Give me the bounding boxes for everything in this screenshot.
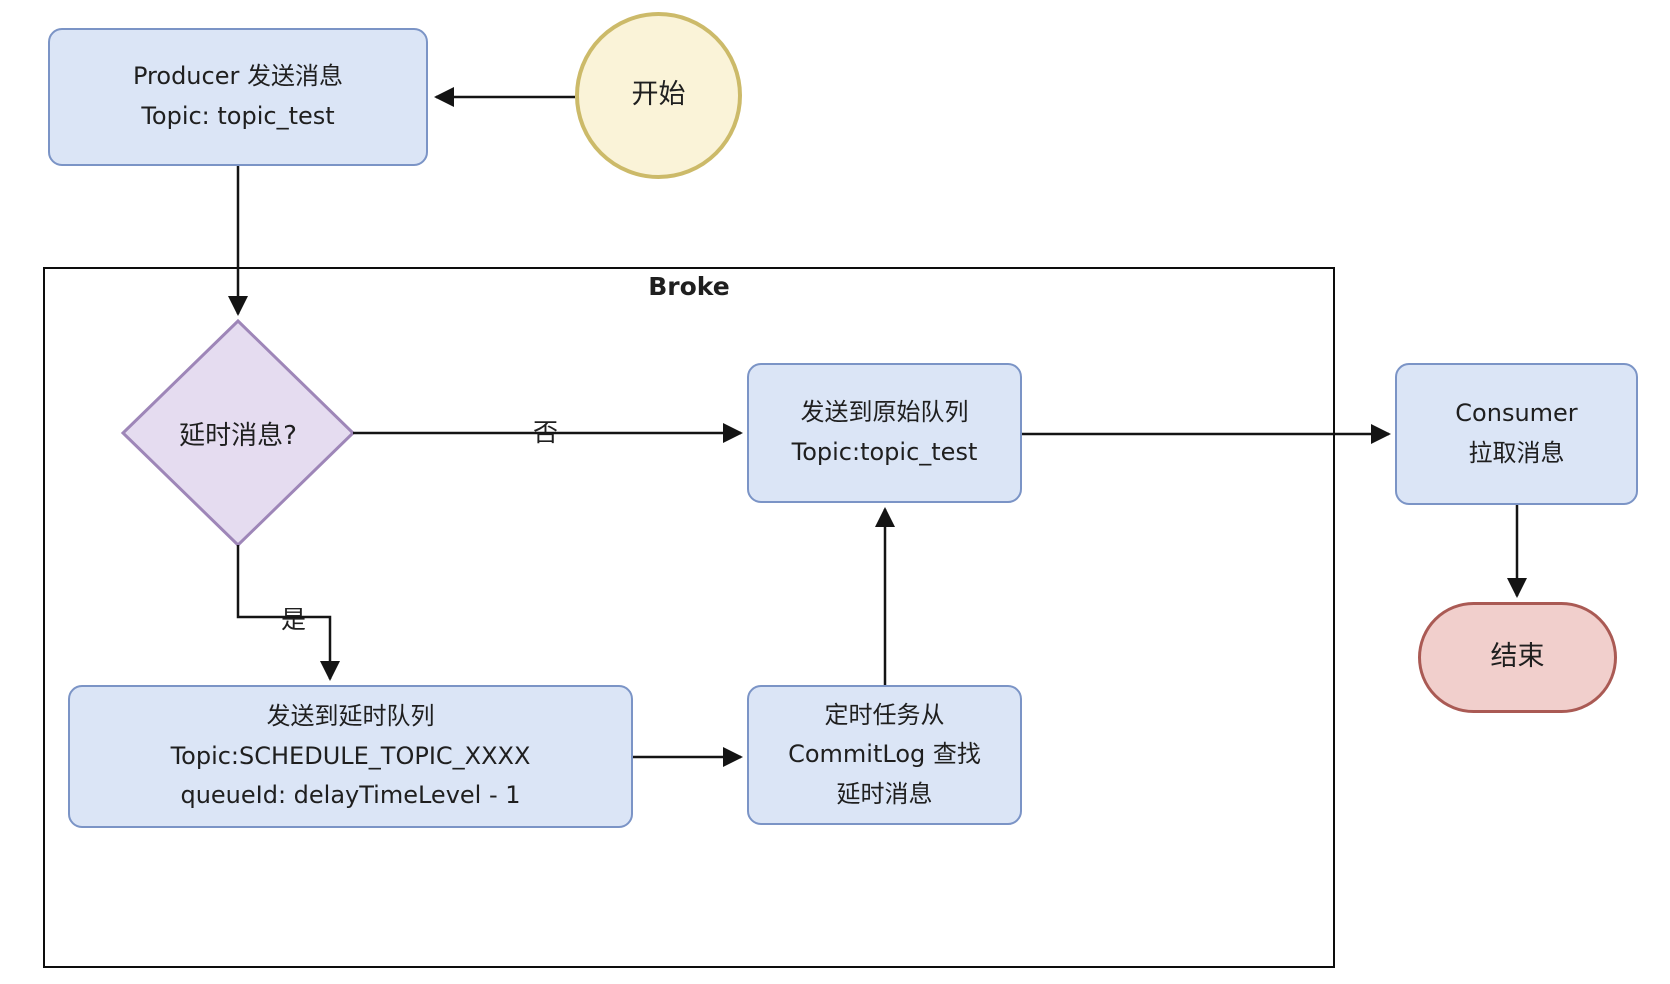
producer-node: Producer 发送消息 Topic: topic_test (48, 28, 428, 166)
end-node-label: 结束 (1490, 641, 1545, 673)
end-node: 结束 (1418, 602, 1617, 713)
delay-queue-node-line3: queueId: delayTimeLevel - 1 (180, 781, 521, 810)
delay-queue-node-line2: Topic:SCHEDULE_TOPIC_XXXX (170, 741, 531, 770)
edge-label-yes: 是 (281, 605, 307, 634)
decision-node-label: 延时消息? (179, 421, 297, 451)
delay-queue-node: 发送到延时队列 Topic:SCHEDULE_TOPIC_XXXX queueI… (68, 685, 633, 828)
consumer-node-line2: 拉取消息 (1468, 439, 1565, 467)
original-queue-node-line2: Topic:topic_test (791, 438, 978, 466)
start-node: 开始 (575, 12, 742, 179)
timer-task-node-line3: 延时消息 (836, 779, 933, 808)
delay-queue-node-line1: 发送到延时队列 (266, 702, 435, 731)
timer-task-node-line1: 定时任务从 (824, 700, 945, 729)
producer-node-line2: Topic: topic_test (141, 102, 335, 130)
broker-container-box (43, 267, 1335, 968)
broker-container-label: Broke (648, 272, 730, 301)
consumer-node-line1: Consumer (1455, 399, 1578, 428)
consumer-node: Consumer 拉取消息 (1395, 363, 1638, 505)
edge-label-no: 否 (533, 418, 559, 447)
original-queue-node-line1: 发送到原始队列 (800, 398, 969, 427)
original-queue-node: 发送到原始队列 Topic:topic_test (747, 363, 1022, 503)
start-node-label: 开始 (631, 79, 686, 111)
timer-task-node-line2: CommitLog 查找 (788, 740, 981, 769)
timer-task-node: 定时任务从 CommitLog 查找 延时消息 (747, 685, 1022, 825)
producer-node-line1: Producer 发送消息 (133, 62, 343, 91)
